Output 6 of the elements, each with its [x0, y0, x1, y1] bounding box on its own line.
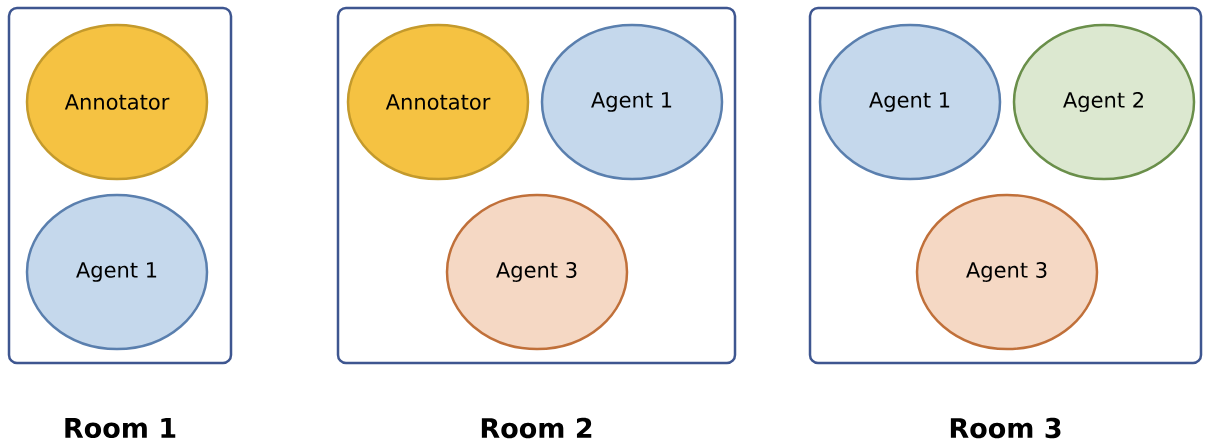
- room-label: Room 2: [481, 417, 592, 439]
- room-box: [336, 6, 737, 365]
- room-box: [808, 6, 1203, 365]
- room-label: Room 1: [65, 417, 176, 439]
- room-box: [7, 6, 233, 365]
- room-label: Room 3: [950, 417, 1061, 439]
